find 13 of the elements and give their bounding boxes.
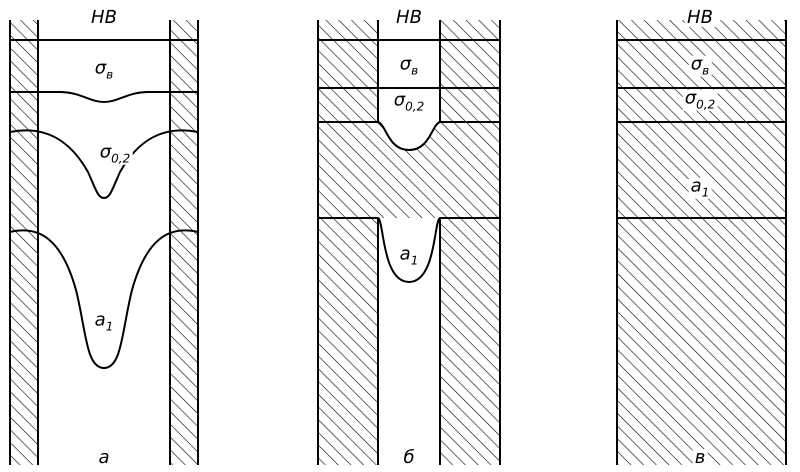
property-label: σ$_{в}$ <box>94 60 114 80</box>
property-label: HB <box>91 9 117 27</box>
panel-caption: б <box>403 449 415 467</box>
property-label: σ$_{в}$ <box>688 56 712 76</box>
property-label: a$_{1}$ <box>688 178 712 198</box>
property-label: a$_{1}$ <box>400 246 418 266</box>
property-label: σ$_{в}$ <box>400 56 418 76</box>
property-label: a$_{1}$ <box>94 312 114 332</box>
property-label: σ$_{0,2}$ <box>682 90 718 110</box>
property-label: HB <box>685 9 715 27</box>
panel-caption: в <box>692 449 708 467</box>
property-label: HB <box>396 9 422 27</box>
panel-caption: а <box>98 449 110 467</box>
